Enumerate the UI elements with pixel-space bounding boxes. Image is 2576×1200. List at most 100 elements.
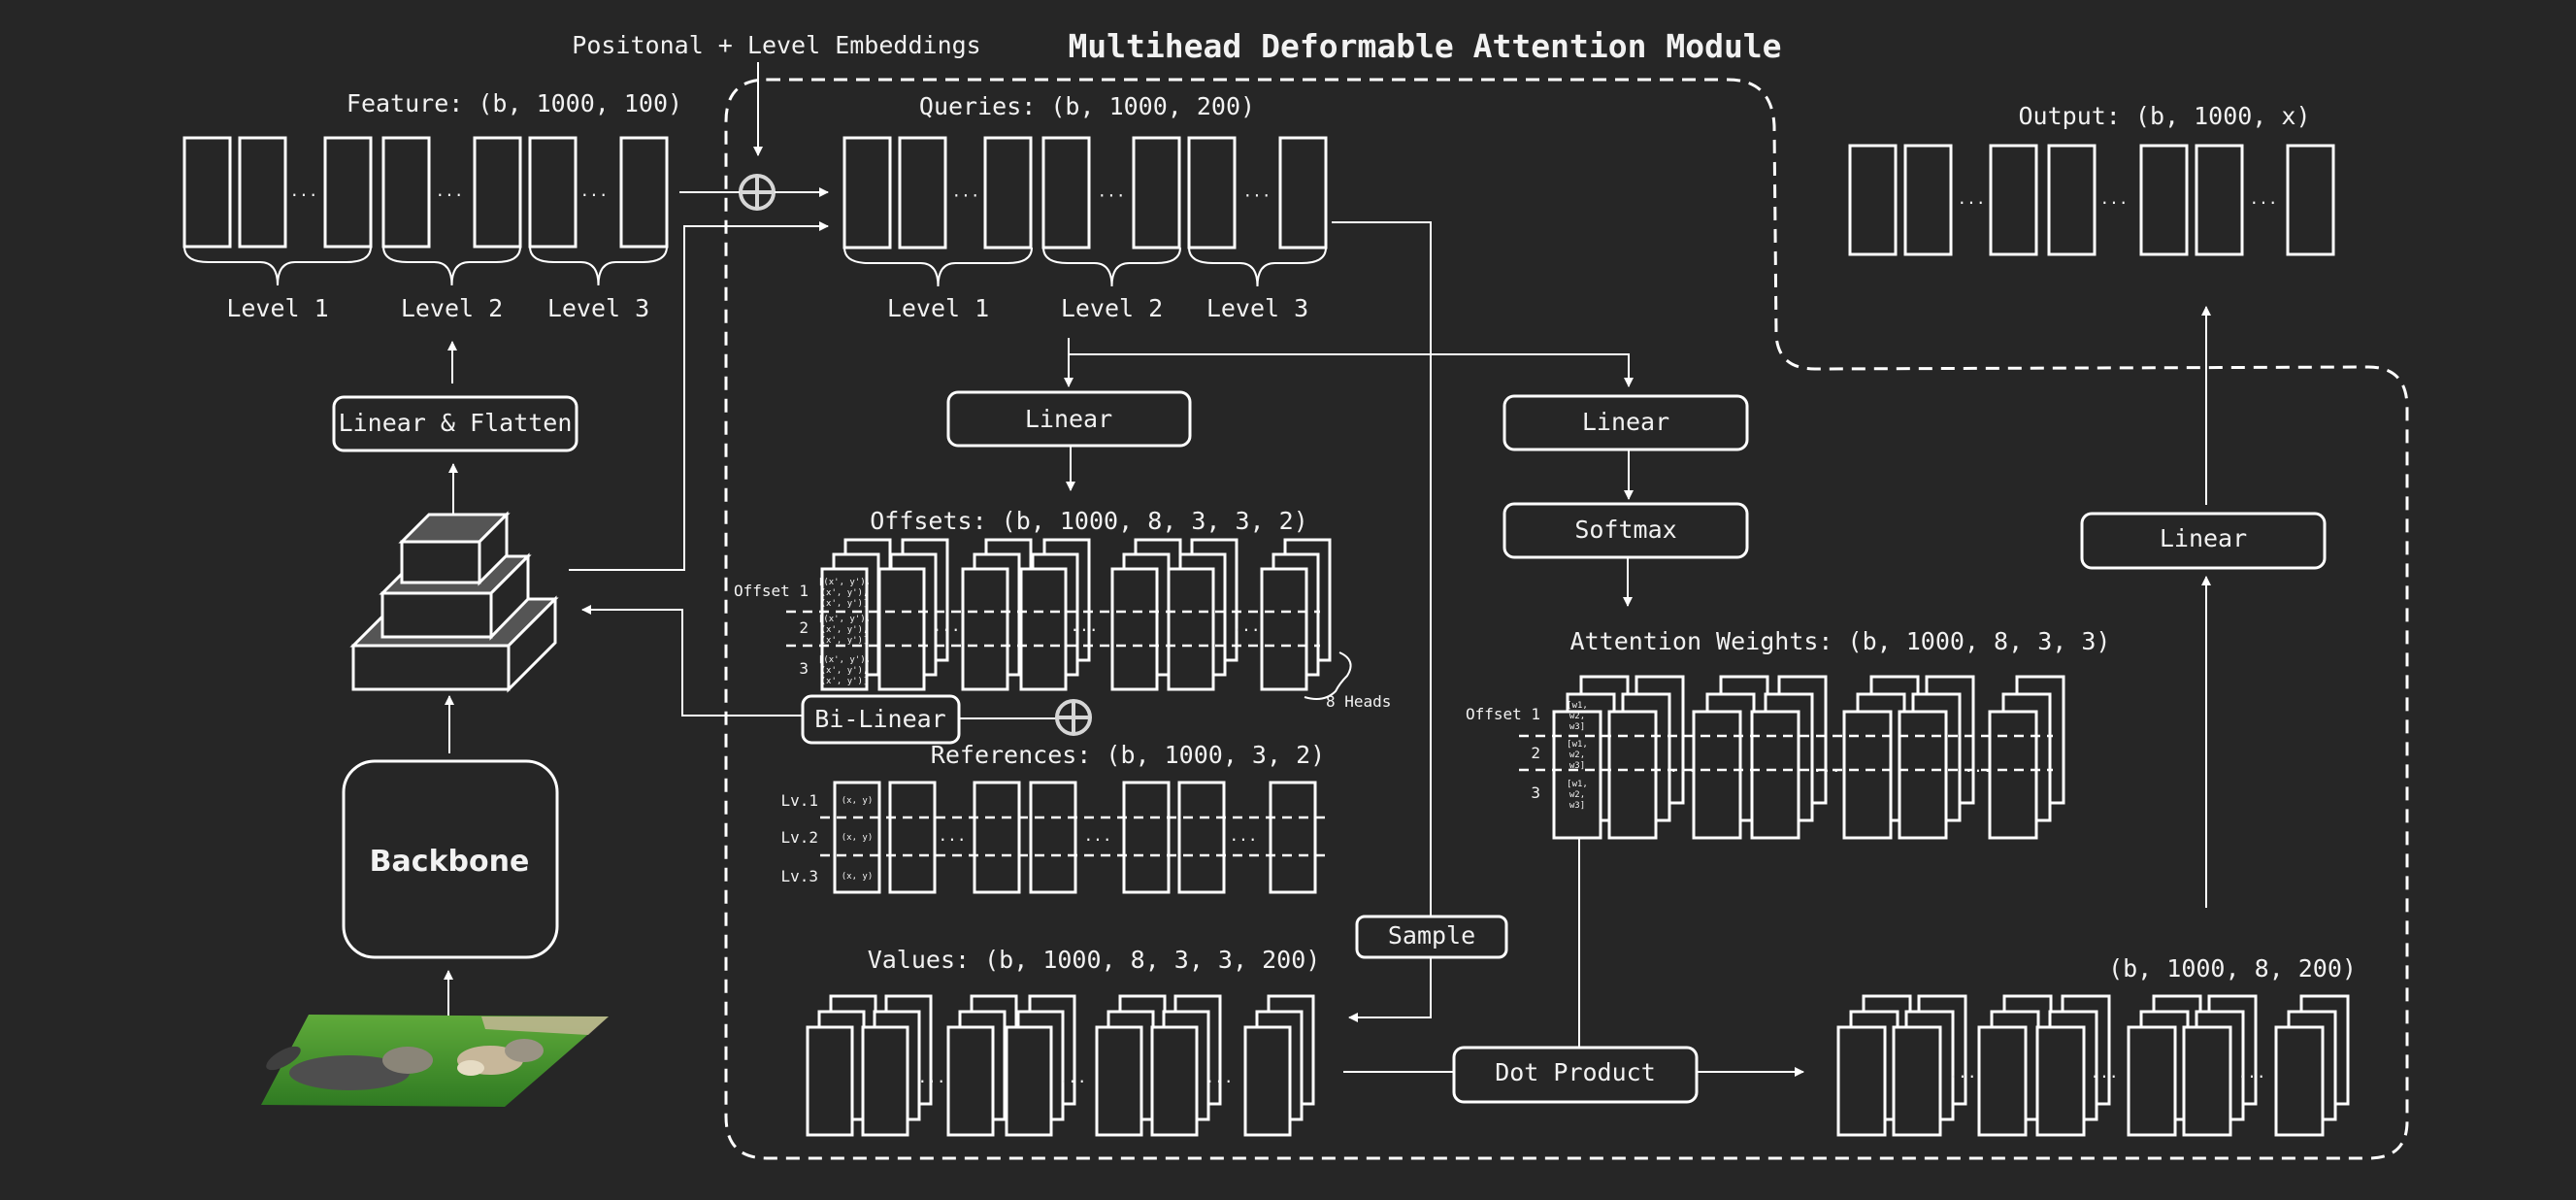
references-tensor: .........Lv.1(x, y)Lv.2(x, y)Lv.3(x, y) bbox=[780, 781, 1328, 894]
cell-text: [(x', y'), bbox=[818, 655, 871, 665]
ellipsis: ... bbox=[1813, 757, 1841, 776]
token-box bbox=[2195, 144, 2244, 256]
ellipsis: ... bbox=[2250, 189, 2278, 208]
embeddings-label: Positonal + Level Embeddings bbox=[572, 31, 980, 59]
head-box bbox=[961, 567, 1009, 691]
token-box bbox=[842, 136, 892, 250]
ellipsis: ... bbox=[1243, 183, 1271, 201]
token-box bbox=[381, 136, 431, 249]
backbone-block[interactable]: Backbone bbox=[342, 759, 559, 959]
cell-text: [(x', y'), bbox=[818, 615, 871, 624]
row-label: Lv.1 bbox=[780, 791, 818, 810]
dot-product-block[interactable]: Dot Product bbox=[1452, 1046, 1699, 1104]
head-box bbox=[946, 1025, 995, 1137]
module-boundary bbox=[724, 78, 2409, 1160]
cell-text: w2, bbox=[1569, 790, 1585, 800]
reference-add-icon bbox=[1055, 699, 1092, 736]
ellipsis: ... bbox=[1071, 617, 1099, 635]
head-box bbox=[1005, 1025, 1053, 1137]
row-label: 2 bbox=[1531, 744, 1540, 762]
head-box bbox=[1243, 1025, 1292, 1137]
level-label: Level 1 bbox=[226, 294, 328, 322]
ellipsis: ... bbox=[1059, 1068, 1087, 1086]
level-brace bbox=[843, 247, 1033, 287]
svg-text:Sample: Sample bbox=[1388, 921, 1475, 950]
cell-text: [w1, bbox=[1567, 740, 1588, 750]
head-box bbox=[861, 1025, 909, 1137]
linear-offsets-block[interactable]: Linear bbox=[946, 390, 1192, 448]
level-brace bbox=[1188, 247, 1327, 287]
cell-text: w2, bbox=[1569, 712, 1585, 721]
token-box bbox=[2139, 144, 2189, 256]
sampled-tensor: ......... bbox=[1836, 994, 2350, 1137]
cell-text: w3] bbox=[1569, 722, 1585, 732]
token-box bbox=[528, 136, 578, 249]
feature-pyramid-icon bbox=[349, 511, 559, 693]
reference-box bbox=[1122, 781, 1171, 894]
row-label: 2 bbox=[799, 618, 809, 637]
output-label: Output: (b, 1000, x) bbox=[2018, 102, 2310, 130]
ellipsis: ... bbox=[1958, 189, 1986, 208]
linear-weights-block[interactable]: Linear bbox=[1503, 394, 1749, 451]
svg-text:8 Heads: 8 Heads bbox=[1326, 692, 1391, 711]
head-box bbox=[1692, 710, 1742, 840]
reference-box bbox=[973, 781, 1021, 894]
head-box bbox=[2127, 1025, 2177, 1137]
softmax-block[interactable]: Softmax bbox=[1503, 502, 1749, 559]
token-box bbox=[1989, 144, 2038, 256]
ellipsis: ... bbox=[1669, 757, 1698, 776]
cell-text: (x, y) bbox=[842, 796, 874, 806]
token-box bbox=[182, 136, 232, 249]
reference-box bbox=[1177, 781, 1226, 894]
head-box bbox=[1260, 567, 1308, 691]
output-tensor: ......... bbox=[1848, 144, 2335, 256]
token-box bbox=[1041, 136, 1091, 250]
cell-text: (x', y'), bbox=[821, 625, 869, 635]
head-box bbox=[1898, 710, 1948, 840]
ellipsis: ... bbox=[952, 183, 980, 201]
cell-text: w3] bbox=[1569, 801, 1585, 811]
cell-text: (x, y) bbox=[842, 833, 874, 843]
svg-text:Linear & Flatten: Linear & Flatten bbox=[339, 409, 573, 437]
head-box bbox=[1836, 1025, 1887, 1137]
reference-box bbox=[888, 781, 937, 894]
cell-text: [w1, bbox=[1567, 780, 1588, 789]
linear-output-block[interactable]: Linear bbox=[2080, 512, 2327, 570]
svg-text:Dot Product: Dot Product bbox=[1495, 1058, 1656, 1086]
ellipsis: ... bbox=[580, 182, 609, 200]
level-label: Level 2 bbox=[401, 294, 503, 322]
ellipsis: ... bbox=[1233, 617, 1261, 635]
token-box bbox=[1187, 136, 1237, 250]
head-box bbox=[2274, 1025, 2325, 1137]
ellipsis: ... bbox=[939, 826, 967, 845]
heads-brace: 8 Heads bbox=[1304, 651, 1391, 711]
level-brace bbox=[183, 246, 372, 286]
head-box bbox=[1977, 1025, 2028, 1137]
head-box bbox=[1167, 567, 1215, 691]
offsets-tensor: .........Offset 123[(x', y'),(x', y'),(x… bbox=[734, 538, 1332, 691]
linear-flatten-block[interactable]: Linear & Flatten bbox=[332, 395, 578, 452]
head-box bbox=[1095, 1025, 1143, 1137]
row-label: Offset 1 bbox=[734, 582, 809, 600]
bilinear-block[interactable]: Bi-Linear bbox=[801, 694, 961, 745]
cell-text: [w1, bbox=[1567, 701, 1588, 711]
ellipsis: ... bbox=[1098, 183, 1126, 201]
ellipsis: ... bbox=[1965, 757, 1993, 776]
ellipsis: ... bbox=[2100, 189, 2129, 208]
head-box bbox=[2035, 1025, 2086, 1137]
token-box bbox=[1132, 136, 1181, 250]
level-brace bbox=[1042, 247, 1181, 287]
cell-text: (x', y'), bbox=[821, 666, 869, 676]
head-box bbox=[1750, 710, 1800, 840]
token-box bbox=[619, 136, 669, 249]
ellipsis: ... bbox=[1084, 826, 1112, 845]
token-box bbox=[898, 136, 947, 250]
cell-text: w2, bbox=[1569, 750, 1585, 760]
sample-block[interactable]: Sample bbox=[1355, 915, 1508, 959]
token-box bbox=[323, 136, 373, 249]
ellipsis: ... bbox=[2091, 1063, 2119, 1082]
cell-text: (x', y')] bbox=[821, 599, 869, 609]
queries-label: Queries: (b, 1000, 200) bbox=[919, 92, 1255, 120]
